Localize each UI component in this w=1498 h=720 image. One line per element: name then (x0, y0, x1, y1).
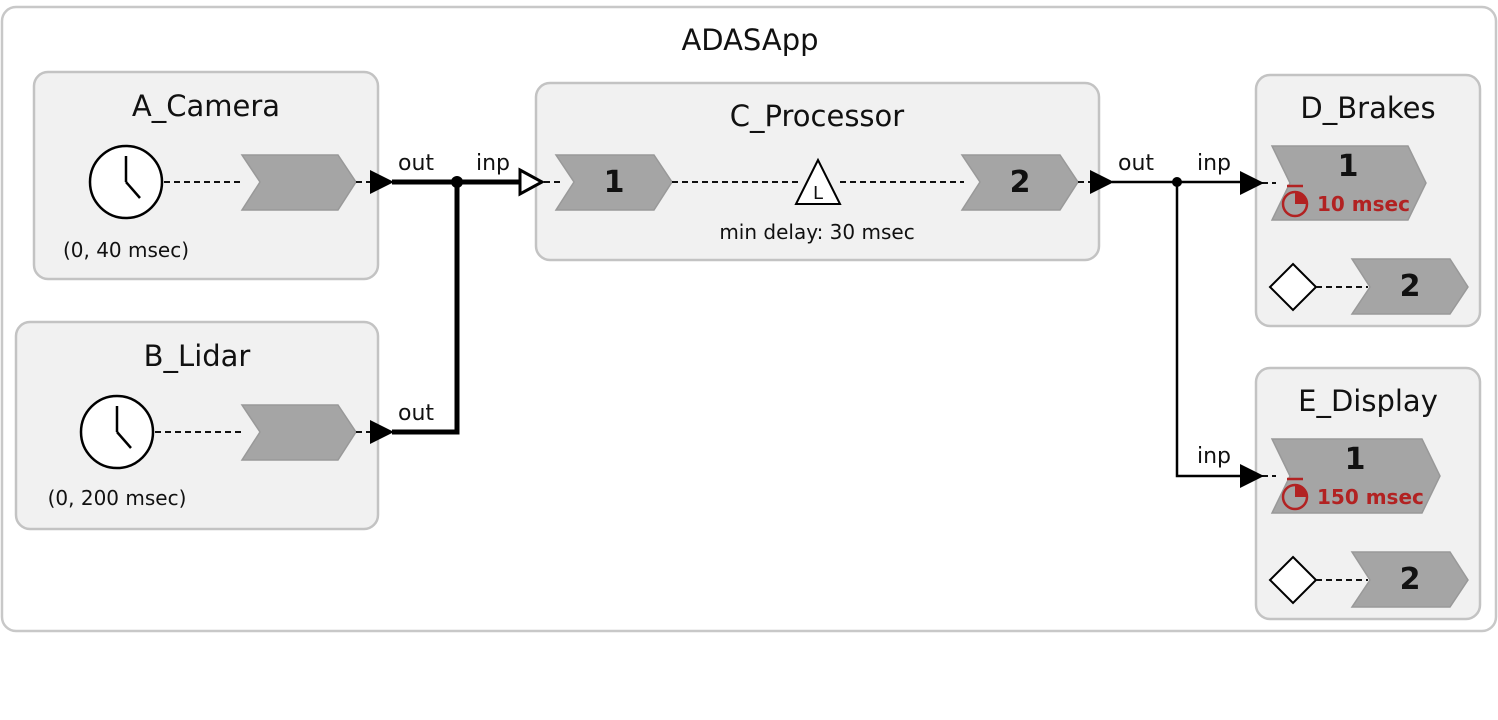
diamond-icon (1268, 262, 1318, 312)
processor-out-label: out (1118, 151, 1154, 176)
brakes-inp-label: inp (1197, 151, 1231, 176)
reactor-d-brakes[interactable]: D_Brakes 1 10 msec 2 (1254, 73, 1482, 328)
stopwatch-icon (1281, 477, 1309, 511)
reactor-name: E_Display (1298, 384, 1438, 418)
lidar-output-port[interactable] (370, 420, 394, 444)
reactor-c-processor[interactable]: C_Processor 1 L 2 min delay: 30 msec (534, 81, 1101, 262)
deadline-label: 10 msec (1317, 192, 1410, 216)
stopwatch-icon (1281, 184, 1309, 218)
reaction-number: 2 (1400, 562, 1421, 597)
reaction-number: 1 (604, 165, 625, 200)
timer-label: (0, 200 msec) (48, 486, 187, 510)
action-label: L (813, 183, 823, 204)
lidar-out-label: out (398, 401, 434, 426)
timer-label: (0, 40 msec) (63, 238, 189, 262)
connection-processor-to-brakes-display[interactable] (1112, 177, 1240, 478)
reaction-number: 1 (1345, 442, 1366, 477)
reaction-1[interactable]: 1 (554, 154, 673, 211)
reactor-b-lidar[interactable]: B_Lidar (0, 200 msec) (14, 320, 380, 531)
reaction-1[interactable]: 1 10 msec (1270, 145, 1427, 221)
brakes-input-port[interactable] (1240, 171, 1264, 195)
reaction-number: 2 (1010, 165, 1031, 200)
reactor-name: A_Camera (132, 89, 280, 123)
reaction-body[interactable] (240, 154, 357, 211)
processor-inp-label: inp (476, 151, 510, 176)
connection-camera-lidar-to-processor[interactable] (392, 176, 520, 435)
reaction-2[interactable]: 2 (1350, 258, 1469, 315)
reaction-2[interactable]: 2 (1350, 551, 1469, 608)
reaction-number: 2 (1400, 269, 1421, 304)
reaction-1[interactable]: 1 150 msec (1270, 438, 1441, 514)
reaction-2[interactable]: 2 (960, 154, 1079, 211)
reactor-name: B_Lidar (144, 339, 251, 373)
reactor-name: D_Brakes (1300, 91, 1435, 125)
diamond-icon (1268, 555, 1318, 605)
camera-out-label: out (398, 151, 434, 176)
triangle-action-icon[interactable]: L (794, 157, 842, 205)
clock-icon (79, 394, 155, 470)
deadline-label: 150 msec (1317, 485, 1424, 509)
reactor-a-camera[interactable]: A_Camera (0, 40 msec) (32, 70, 380, 281)
display-inp-label: inp (1197, 444, 1231, 469)
reaction-body[interactable] (240, 404, 357, 461)
clock-icon (88, 144, 164, 220)
display-input-port[interactable] (1240, 464, 1264, 488)
processor-input-port[interactable] (518, 167, 546, 197)
app-title: ADASApp (681, 23, 818, 57)
camera-output-port[interactable] (370, 170, 394, 194)
reaction-number: 1 (1338, 149, 1359, 184)
reactor-name: C_Processor (730, 99, 905, 133)
processor-output-port[interactable] (1090, 170, 1114, 194)
min-delay-label: min delay: 30 msec (719, 220, 914, 244)
reactor-e-display[interactable]: E_Display 1 150 msec 2 (1254, 366, 1482, 621)
